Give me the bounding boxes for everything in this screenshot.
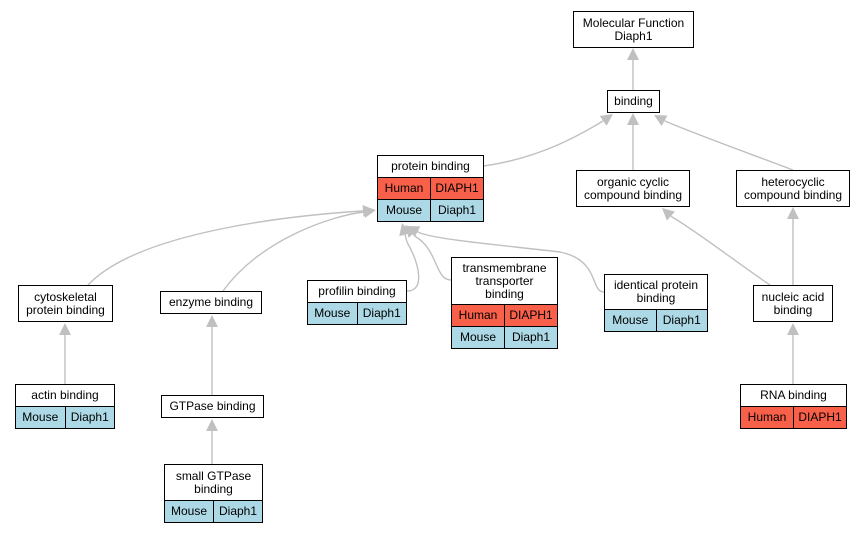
edge-connector [404, 234, 408, 243]
node-cytoskeletal-protein-binding[interactable]: cytoskeletal protein binding [18, 285, 113, 322]
species-cell: Mouse [452, 327, 504, 348]
arrowhead-icon [787, 207, 799, 219]
edge-protein_binding-to-binding [483, 120, 604, 167]
node-nucleic-acid-binding[interactable]: nucleic acid binding [753, 285, 833, 322]
species-cell: Human [378, 178, 430, 199]
node-protein-binding[interactable]: protein binding Human DIAPH1 Mouse Diaph… [377, 155, 484, 222]
species-cell: Mouse [378, 200, 430, 221]
arrowhead-icon [206, 419, 218, 431]
node-label: GTPase binding [169, 399, 256, 413]
arrowhead-icon [407, 226, 421, 237]
node-label: organic cyclic compound binding [583, 174, 683, 202]
species-cell: Mouse [605, 310, 656, 331]
gene-row-mouse: Mouse Diaph1 [452, 326, 557, 348]
node-small-gtpase-binding[interactable]: small GTPase binding Mouse Diaph1 [164, 464, 263, 523]
node-enzyme-binding[interactable]: enzyme binding [160, 291, 262, 314]
node-label: cytoskeletal protein binding [26, 289, 105, 317]
gene-row-mouse: Mouse Diaph1 [378, 199, 483, 221]
node-rna-binding[interactable]: RNA binding Human DIAPH1 [740, 384, 847, 429]
arrowhead-icon [206, 315, 218, 327]
arrowhead-icon [599, 114, 613, 126]
edge-profilin-to-protein_binding [406, 241, 420, 292]
gene-cell[interactable]: DIAPH1 [504, 305, 557, 326]
node-label: actin binding [31, 388, 99, 402]
edge-identical-to-protein_binding [419, 232, 605, 293]
species-cell: Human [452, 305, 504, 326]
species-cell: Mouse [308, 303, 357, 324]
gene-cell[interactable]: Diaph1 [64, 407, 114, 428]
node-identical-protein-binding[interactable]: identical protein binding Mouse Diaph1 [604, 274, 708, 332]
gene-row-human: Human DIAPH1 [452, 304, 557, 326]
gene-row-human: Human DIAPH1 [378, 177, 483, 199]
arrowhead-icon [627, 48, 639, 60]
node-label: small GTPase binding [175, 468, 252, 496]
gene-cell[interactable]: Diaph1 [356, 303, 406, 324]
edge-enzyme-to-protein_binding [222, 211, 365, 292]
gene-cell[interactable]: DIAPH1 [430, 178, 483, 199]
arrowhead-icon [662, 208, 675, 221]
arrowhead-icon [654, 115, 668, 127]
arrowhead-icon [59, 323, 71, 335]
node-label: nucleic acid binding [761, 289, 825, 317]
gene-row-mouse: Mouse Diaph1 [308, 302, 406, 324]
gene-row-mouse: Mouse Diaph1 [605, 309, 707, 331]
gene-cell[interactable]: Diaph1 [430, 200, 483, 221]
gene-cell[interactable]: Diaph1 [504, 327, 557, 348]
node-label: profilin binding [318, 284, 396, 298]
node-label: heterocyclic compound binding [743, 174, 843, 202]
gene-cell[interactable]: Diaph1 [655, 310, 707, 331]
edge-transmembrane-to-protein_binding [415, 236, 452, 281]
node-heterocyclic-compound-binding[interactable]: heterocyclic compound binding [736, 170, 850, 207]
node-profilin-binding[interactable]: profilin binding Mouse Diaph1 [307, 280, 407, 325]
node-organic-cyclic-compound-binding[interactable]: organic cyclic compound binding [576, 170, 690, 207]
gene-cell[interactable]: DIAPH1 [793, 407, 846, 428]
gene-cell[interactable]: Diaph1 [213, 501, 262, 522]
species-cell: Mouse [16, 407, 65, 428]
edge-connector [670, 215, 673, 218]
node-label: transmembrane transporter binding [462, 260, 547, 301]
species-cell: Mouse [165, 501, 213, 522]
gene-row-mouse: Mouse Diaph1 [16, 406, 114, 428]
node-label: RNA binding [760, 388, 827, 402]
node-transmembrane-transporter-binding[interactable]: transmembrane transporter binding Human … [451, 257, 558, 349]
node-label: enzyme binding [168, 295, 254, 309]
arrowhead-icon [787, 323, 799, 335]
arrowhead-icon [363, 206, 376, 218]
edge-nucleic-to-organic_cyclic [671, 216, 771, 286]
node-actin-binding[interactable]: actin binding Mouse Diaph1 [15, 384, 115, 429]
gene-row-mouse: Mouse Diaph1 [165, 500, 262, 522]
node-label: identical protein binding [613, 278, 699, 305]
node-label: protein binding [391, 159, 470, 173]
edge-connector [417, 231, 421, 234]
gene-row-human: Human DIAPH1 [741, 406, 846, 428]
edge-cytoskeletal-to-protein_binding [87, 210, 363, 286]
arrowhead-icon [627, 113, 639, 125]
edge-heterocyclic-to-binding [664, 120, 794, 171]
species-cell: Human [741, 407, 793, 428]
node-binding[interactable]: binding [607, 90, 660, 113]
node-molecular-function[interactable]: Molecular Function Diaph1 [573, 11, 694, 48]
node-label: Molecular Function Diaph1 [582, 15, 685, 43]
node-gtpase-binding[interactable]: GTPase binding [161, 395, 264, 418]
node-label: binding [614, 94, 653, 108]
